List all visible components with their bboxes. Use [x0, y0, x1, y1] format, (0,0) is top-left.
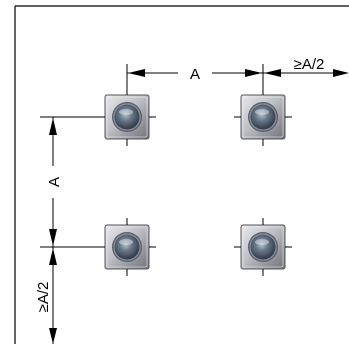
arrowhead-v-a-top: [49, 118, 57, 135]
device-bottom-left: [97, 217, 157, 277]
arrowhead-v-a-bottom: [49, 229, 57, 246]
arrowhead-h-a-right: [245, 69, 262, 77]
device-top-left: [97, 87, 157, 147]
dimension-label-h-edge: ≥A/2: [294, 56, 325, 73]
arrowhead-h-a-left: [128, 69, 145, 77]
dimension-label-v-spacing: A: [46, 177, 63, 187]
dimension-label-v-edge: ≥A/2: [35, 282, 52, 313]
arrowhead-v-edge-top: [49, 248, 57, 265]
arrowhead-v-edge-bottom: [49, 328, 57, 344]
arrowhead-h-edge-left: [264, 69, 281, 77]
dimension-label-h-spacing: A: [190, 66, 200, 83]
device-bottom-right: [233, 217, 293, 277]
arrowhead-h-edge-right: [333, 69, 349, 77]
device-top-right: [233, 87, 293, 147]
